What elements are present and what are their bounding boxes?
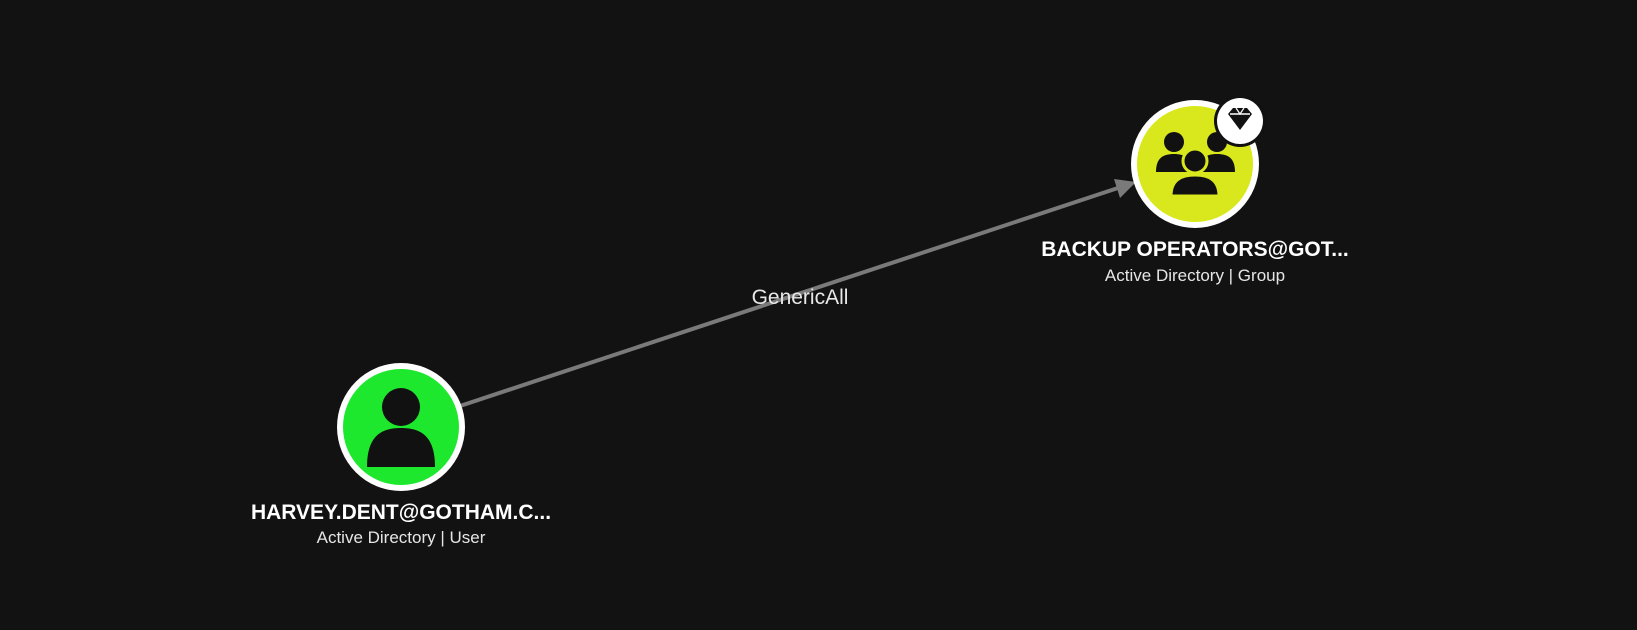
group-icon bbox=[1156, 132, 1235, 198]
node-user[interactable]: HARVEY.DENT@GOTHAM.C... Active Directory… bbox=[251, 363, 551, 547]
node-group-title: BACKUP OPERATORS@GOT... bbox=[1041, 238, 1349, 261]
edge-line[interactable] bbox=[459, 183, 1128, 408]
edge-label: GenericAll bbox=[752, 286, 849, 309]
node-user-subtitle: Active Directory | User bbox=[317, 528, 486, 547]
node-user-circle[interactable] bbox=[343, 369, 459, 485]
edge-genericall[interactable]: GenericAll bbox=[459, 179, 1136, 408]
node-user-title: HARVEY.DENT@GOTHAM.C... bbox=[251, 501, 551, 524]
node-group-badge[interactable] bbox=[1214, 95, 1266, 147]
node-group[interactable]: BACKUP OPERATORS@GOT... Active Directory… bbox=[1041, 95, 1349, 285]
diamond-icon bbox=[1228, 107, 1252, 130]
node-group-subtitle: Active Directory | Group bbox=[1105, 266, 1285, 285]
user-icon bbox=[367, 388, 435, 467]
edge-arrowhead bbox=[1114, 179, 1136, 198]
